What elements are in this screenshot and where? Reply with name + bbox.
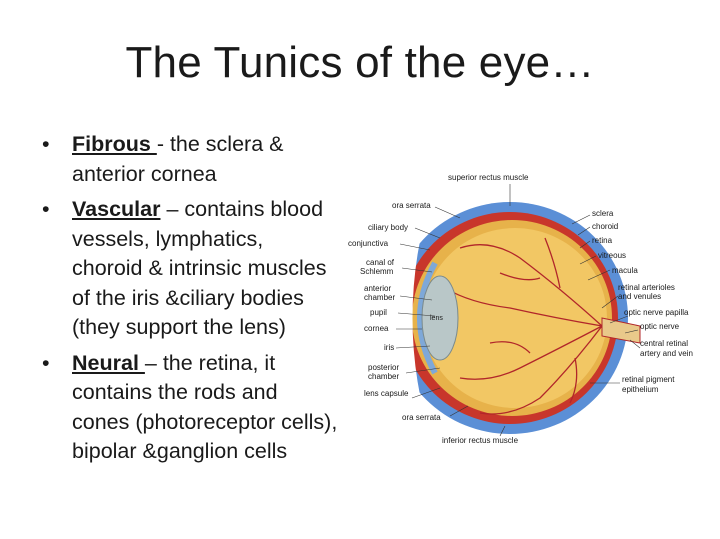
bullet-item-vascular: • Vascular – contains blood vessels, lym…	[38, 195, 338, 343]
bullet-term: Fibrous	[72, 132, 157, 156]
front-cutaway	[390, 218, 425, 418]
label-ora-serrata-bottom: ora serrata	[402, 413, 441, 422]
label-cornea: cornea	[364, 324, 389, 333]
slide-title: The Tunics of the eye…	[125, 38, 595, 87]
label-optic-nerve: optic nerve	[640, 322, 680, 331]
label-posterior-line2: chamber	[368, 372, 399, 381]
lens-label: lens	[430, 315, 443, 322]
bullet-list: • Fibrous - the sclera & anterior cornea…	[38, 130, 338, 473]
label-lens-capsule: lens capsule	[364, 389, 409, 398]
label-arterioles-line1: retinal arterioles	[618, 283, 675, 292]
label-central-line1: central retinal	[640, 339, 688, 348]
label-canal-line2: Schlemm	[360, 267, 394, 276]
label-arterioles-line2: and venules	[618, 292, 661, 301]
label-canal-line1: canal of	[366, 258, 395, 267]
bullet-text: – contains blood vessels, lymphatics, ch…	[72, 197, 327, 339]
label-inferior-rectus: inferior rectus muscle	[442, 436, 519, 445]
label-central-line2: artery and vein	[640, 349, 693, 358]
label-pigment-line2: epithelium	[622, 385, 659, 394]
label-retina: retina	[592, 236, 613, 245]
label-anterior-line1: anterior	[364, 284, 391, 293]
bullet-dot-icon: •	[42, 132, 50, 156]
eye-anatomy-diagram: lens superior rectus muscle ora serrata …	[348, 173, 693, 445]
label-choroid: choroid	[592, 222, 618, 231]
vitreous-body	[423, 228, 607, 408]
optic-nerve	[601, 317, 641, 344]
label-ora-serrata-top: ora serrata	[392, 201, 431, 210]
bullet-item-fibrous: • Fibrous - the sclera & anterior cornea	[38, 130, 338, 189]
bullet-term: Vascular	[72, 197, 161, 221]
retinal-vessels	[444, 237, 603, 415]
bullet-dot-icon: •	[42, 350, 50, 375]
label-conjunctiva: conjunctiva	[348, 239, 389, 248]
bullet-term: Neural	[72, 350, 145, 375]
leader-lines	[395, 184, 641, 437]
label-ciliary-body: ciliary body	[368, 223, 408, 232]
label-pigment-line1: retinal pigment	[622, 375, 675, 384]
label-iris: iris	[384, 343, 394, 352]
bullet-dot-icon: •	[42, 197, 50, 221]
label-vitreous: vitreous	[598, 251, 626, 260]
label-pupil: pupil	[370, 308, 387, 317]
label-macula: macula	[612, 266, 638, 275]
label-papilla: optic nerve papilla	[624, 308, 689, 317]
lens	[421, 275, 459, 361]
label-sclera: sclera	[592, 209, 614, 218]
bullet-text: – the retina, it contains the rods and c…	[72, 350, 338, 464]
label-superior-rectus: superior rectus muscle	[448, 173, 529, 182]
label-anterior-line2: chamber	[364, 293, 395, 302]
label-posterior-line1: posterior	[368, 363, 399, 372]
cornea	[417, 261, 438, 375]
bullet-item-neural: • Neural – the retina, it contains the r…	[38, 349, 338, 467]
bullet-text: - the sclera & anterior cornea	[72, 132, 284, 186]
